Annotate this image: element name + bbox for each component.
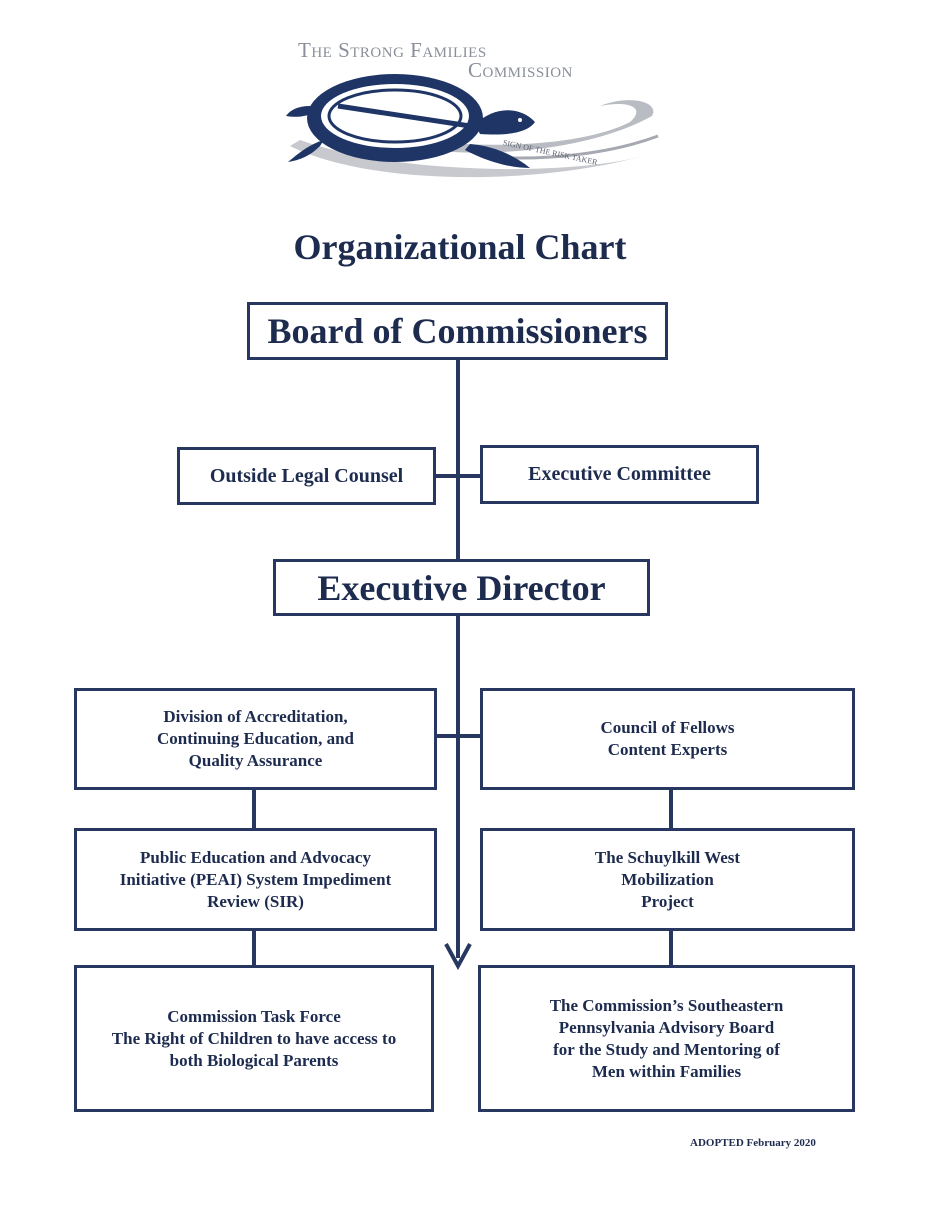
advisory-board-label: The Commission’s Southeastern Pennsylvan… (549, 995, 784, 1081)
schuylkill-label: The Schuylkill West Mobilization Project (594, 847, 741, 911)
board-label: Board of Commissioners (267, 311, 648, 351)
division-box: Division of Accreditation, Continuing Ed… (74, 688, 437, 790)
executive-committee-label: Executive Committee (528, 463, 711, 485)
executive-director-label: Executive Director (317, 567, 606, 608)
executive-director-box: Executive Director (273, 559, 650, 616)
task-force-label: Commission Task Force The Right of Child… (111, 1006, 397, 1070)
commission-logo: The Strong Families Commission SIGN OF T… (280, 36, 670, 186)
down-arrow-icon (444, 943, 472, 971)
division-label: Division of Accreditation, Continuing Ed… (157, 707, 354, 770)
peai-box: Public Education and Advocacy Initiative… (74, 828, 437, 931)
advisory-board-box: The Commission’s Southeastern Pennsylvan… (478, 965, 855, 1112)
peai-label: Public Education and Advocacy Initiative… (119, 847, 392, 911)
logo-title-line1: The Strong Families (298, 38, 487, 62)
logo-title-line2: Commission (468, 58, 573, 82)
schuylkill-box: The Schuylkill West Mobilization Project (480, 828, 855, 931)
turtle-logo-icon (286, 74, 659, 178)
legal-counsel-box: Outside Legal Counsel (177, 447, 436, 505)
board-box: Board of Commissioners (247, 302, 668, 360)
council-box: Council of Fellows Content Experts (480, 688, 855, 790)
adopted-date: ADOPTED February 2020 (690, 1137, 816, 1149)
page-title: Organizational Chart (293, 227, 627, 267)
council-label: Council of Fellows Content Experts (600, 718, 735, 759)
executive-committee-box: Executive Committee (480, 445, 759, 504)
task-force-box: Commission Task Force The Right of Child… (74, 965, 434, 1112)
logo-title: The Strong Families Commission (298, 38, 628, 82)
legal-counsel-label: Outside Legal Counsel (209, 464, 404, 487)
